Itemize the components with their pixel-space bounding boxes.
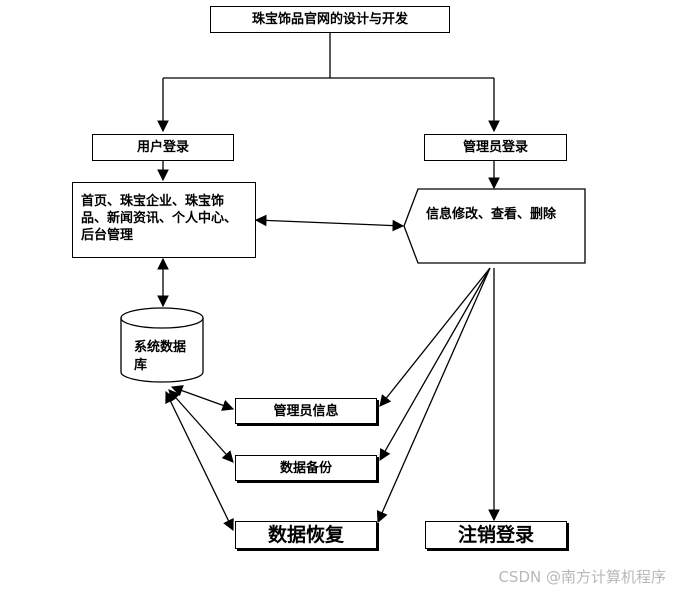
arrow-admin-to-data-backup xyxy=(379,267,491,462)
arrow-db-data-restore xyxy=(165,390,234,532)
watermark-text: CSDN @南方计算机程序 xyxy=(498,568,666,586)
data-backup-label: 数据备份 xyxy=(279,460,332,476)
arrow-user-admin-bidirectional xyxy=(254,214,405,232)
user-login-box: 用户登录 xyxy=(92,134,234,161)
database-cylinder xyxy=(120,307,204,383)
data-restore-label: 数据恢复 xyxy=(267,523,344,546)
user-login-label: 用户登录 xyxy=(136,140,189,155)
database-label-container: 系统数据库 xyxy=(134,339,196,375)
title-label: 珠宝饰品官网的设计与开发 xyxy=(251,12,408,27)
admin-features-label: 信息修改、查看、删除 xyxy=(426,207,557,222)
title-box: 珠宝饰品官网的设计与开发 xyxy=(210,6,450,33)
watermark: CSDN @南方计算机程序 xyxy=(498,566,666,587)
logout-box: 注销登录 xyxy=(425,521,567,549)
data-backup-box: 数据备份 xyxy=(235,455,377,481)
data-restore-box: 数据恢复 xyxy=(235,521,377,549)
arrow-db-data-backup xyxy=(168,389,234,463)
admin-login-box: 管理员登录 xyxy=(424,134,567,161)
arrow-admin-to-admin-info xyxy=(379,267,491,407)
arrow-admin-to-data-restore xyxy=(376,267,491,524)
admin-info-label: 管理员信息 xyxy=(273,403,339,419)
admin-info-box: 管理员信息 xyxy=(235,398,377,424)
user-features-label: 首页、珠宝企业、珠宝饰品、新闻资讯、个人中心、后台管理 xyxy=(81,194,238,243)
admin-login-label: 管理员登录 xyxy=(462,140,528,155)
admin-features-shape xyxy=(403,188,586,264)
arrow-db-admin-info xyxy=(170,385,235,411)
database-label: 系统数据库 xyxy=(134,340,187,373)
admin-features-text-container: 信息修改、查看、删除 xyxy=(426,205,576,224)
user-features-box: 首页、珠宝企业、珠宝饰品、新闻资讯、个人中心、后台管理 xyxy=(72,182,256,258)
logout-label: 注销登录 xyxy=(457,523,534,546)
